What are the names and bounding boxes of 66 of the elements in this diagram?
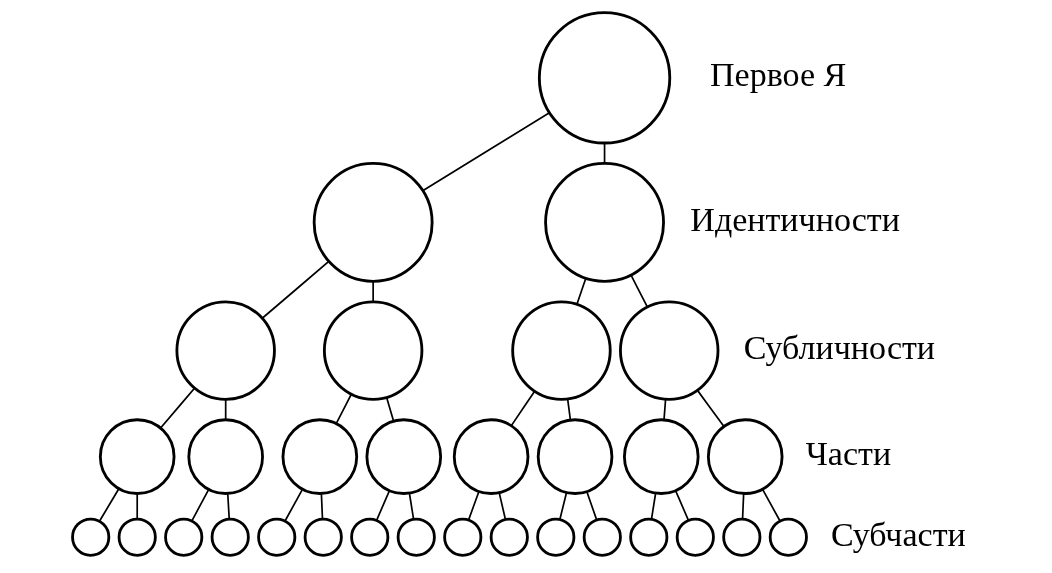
node-circle <box>210 517 250 557</box>
node-circle <box>350 517 390 557</box>
connector <box>510 390 536 427</box>
node-circle <box>675 517 715 557</box>
connector <box>498 491 507 520</box>
node-circle <box>443 517 483 557</box>
node-circle <box>175 300 276 401</box>
node-circle <box>537 11 672 145</box>
node-circle <box>452 418 530 495</box>
connector <box>674 490 690 522</box>
connector <box>372 280 374 303</box>
connector <box>576 277 587 306</box>
connector <box>98 487 120 522</box>
connector <box>335 393 353 425</box>
node-circle <box>511 300 612 401</box>
node-circle <box>322 300 424 401</box>
node-circle <box>312 162 434 283</box>
connector <box>650 492 657 520</box>
connector <box>320 492 324 520</box>
connector <box>136 492 139 520</box>
connector <box>467 491 480 521</box>
node-circle <box>365 418 443 495</box>
node-circle <box>536 418 614 495</box>
node-circle <box>623 418 700 495</box>
node-circle <box>257 517 297 557</box>
node-circle <box>544 162 665 283</box>
connector <box>261 260 330 320</box>
connector <box>761 488 781 522</box>
connector <box>630 274 649 308</box>
connector <box>408 492 415 520</box>
connector <box>226 492 231 520</box>
connector <box>224 398 227 421</box>
label: Части <box>805 435 892 473</box>
node-circle <box>768 517 808 557</box>
node-circle <box>582 517 622 557</box>
node-circle <box>281 418 359 495</box>
connector <box>741 492 745 520</box>
node-circle <box>303 517 343 557</box>
connector <box>191 488 210 522</box>
connector <box>375 490 391 522</box>
label: Субличности <box>743 329 936 367</box>
connector <box>696 389 725 428</box>
connector <box>284 488 304 522</box>
connector <box>159 387 196 429</box>
label: Идентичности <box>690 200 900 238</box>
connector <box>586 491 598 521</box>
node-circle <box>706 418 784 495</box>
node-circle <box>71 517 111 557</box>
connector <box>385 396 395 422</box>
node-circle <box>489 517 529 557</box>
connector <box>603 142 606 165</box>
node-circle <box>722 517 762 557</box>
label: Первое Я <box>710 56 847 94</box>
connector <box>566 398 572 421</box>
connector <box>422 112 551 192</box>
node-circle <box>619 300 720 401</box>
node-circle <box>164 517 204 557</box>
connector <box>663 398 667 421</box>
node-circle <box>629 517 669 557</box>
node-circle <box>98 418 176 495</box>
node-circle <box>396 517 436 557</box>
node-circle <box>187 418 264 495</box>
node-circle <box>117 517 157 557</box>
label: Субчасти <box>830 515 966 553</box>
connector <box>559 491 568 521</box>
node-circle <box>536 517 576 557</box>
